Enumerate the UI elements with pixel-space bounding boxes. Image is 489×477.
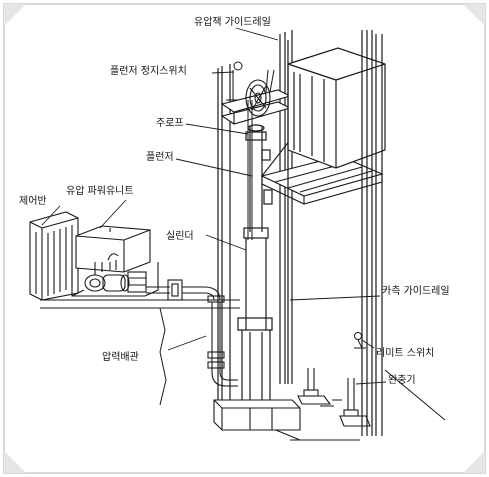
plunger-rod xyxy=(245,124,273,232)
control-panel-cabinet xyxy=(29,211,79,301)
label-buffer: 완충기 xyxy=(388,375,416,386)
main-ropes xyxy=(247,69,275,240)
label-control-panel: 제어반 xyxy=(19,196,47,207)
label-car-guide-rail: 카측 가이드레일 xyxy=(382,286,450,297)
label-plunger-stop-switch: 플런저 정지스위치 xyxy=(110,66,187,77)
pressure-pipe xyxy=(146,279,238,387)
car-cabin xyxy=(287,47,386,169)
frame-corner-bottom-left xyxy=(4,451,26,473)
label-hydraulic-power-unit: 유압 파워유니트 xyxy=(66,186,134,197)
cylinder-base-stand xyxy=(213,399,301,431)
limit-switch-device xyxy=(354,332,366,349)
buffers xyxy=(297,368,371,427)
label-pressure-pipe: 압력배관 xyxy=(102,352,139,363)
label-main-rope: 주로프 xyxy=(156,118,184,129)
frame-border xyxy=(3,3,486,474)
label-cylinder: 실린더 xyxy=(166,231,194,242)
hydraulic-power-unit-machine xyxy=(71,225,159,297)
hydraulic-cylinder xyxy=(237,227,273,410)
sheave-crosshead xyxy=(220,79,292,125)
label-limit-switch: 리미트 스위치 xyxy=(376,348,435,359)
frame-corner-top-right xyxy=(463,4,485,26)
leader-lines xyxy=(41,27,387,385)
frame-corner-bottom-right xyxy=(463,451,485,473)
label-plunger: 플런저 xyxy=(146,152,174,163)
label-jack-guide-rail: 유압잭 가이드레일 xyxy=(194,17,271,28)
frame-corner-top-left xyxy=(4,4,26,26)
car-guide-rails xyxy=(287,30,383,436)
